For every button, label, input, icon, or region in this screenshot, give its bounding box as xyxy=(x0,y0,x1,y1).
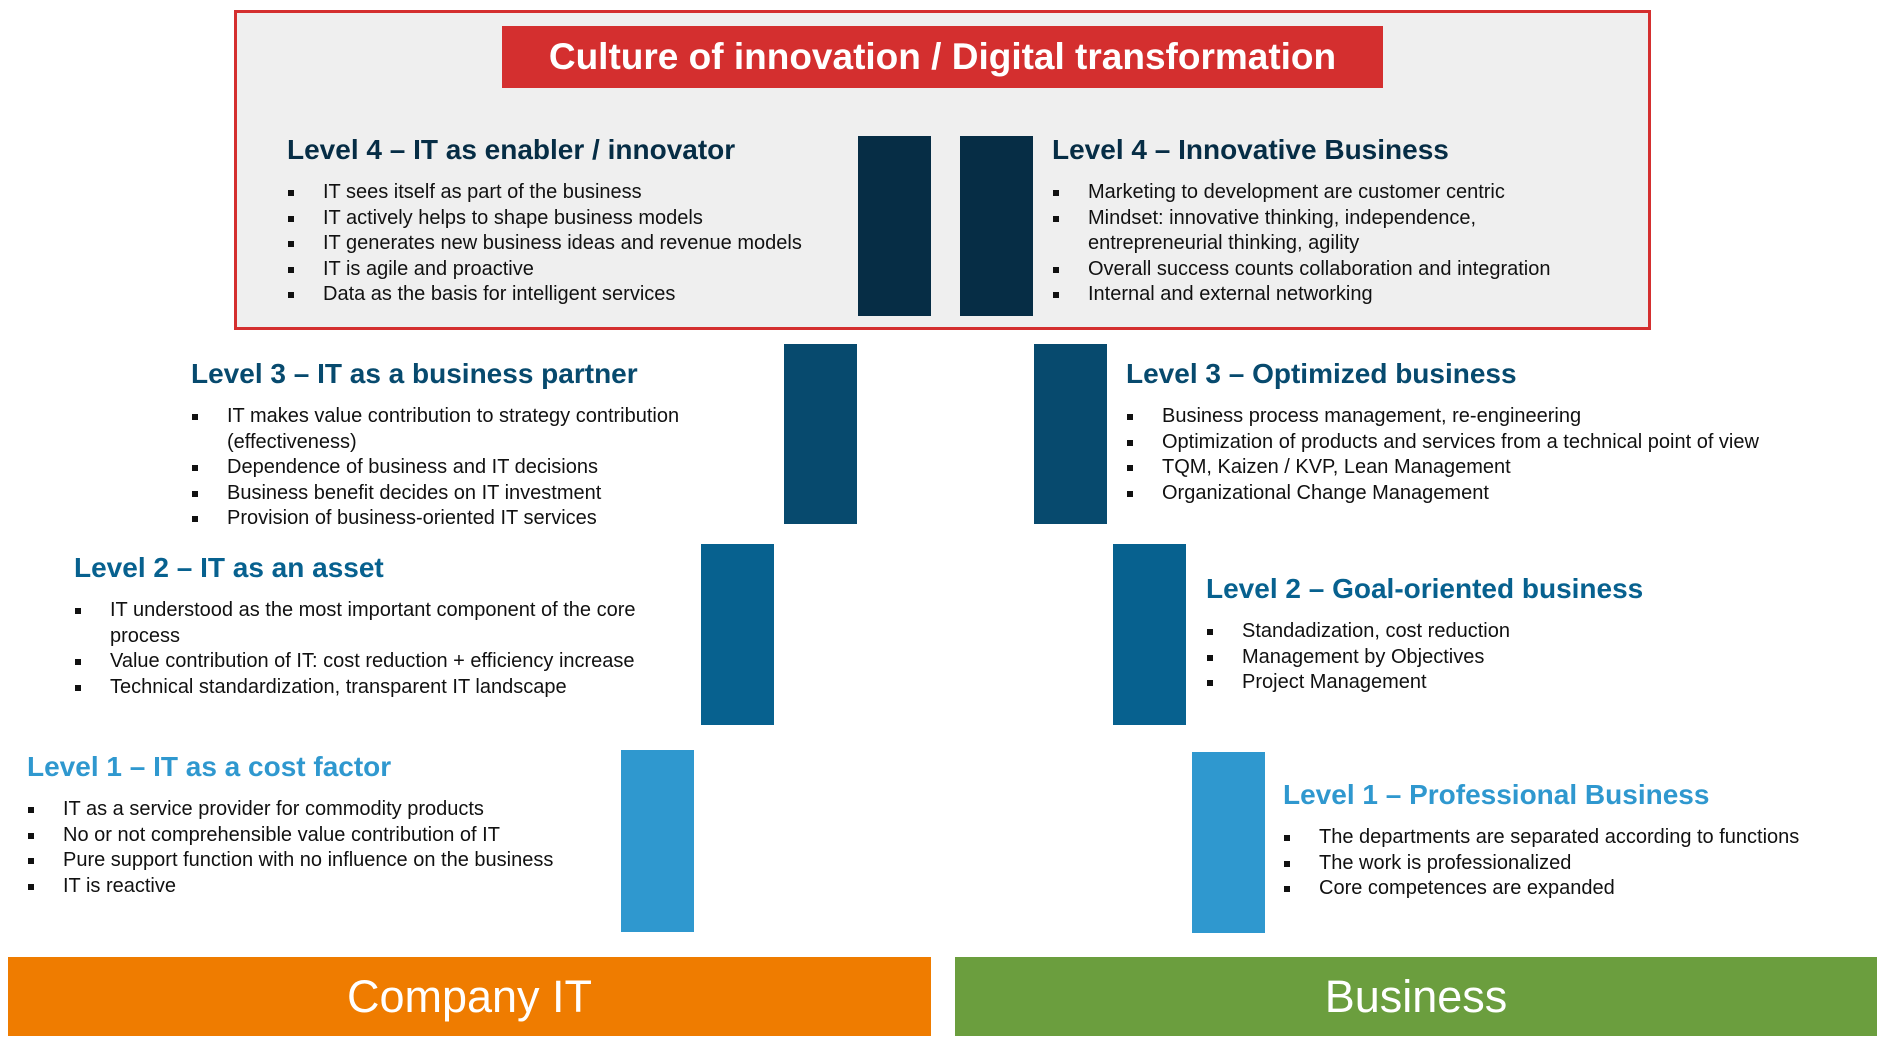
business-level2-list: Standadization, cost reduction Managemen… xyxy=(1206,619,1826,696)
it-level3-title: Level 3 – IT as a business partner xyxy=(191,358,638,389)
it-level2-title: Level 2 – IT as an asset xyxy=(74,552,384,583)
it-level3-bar xyxy=(784,344,857,524)
company-it-footer: Company IT xyxy=(8,957,931,1036)
list-item: Data as the basis for intelligent servic… xyxy=(287,282,847,308)
list-item: The departments are separated according … xyxy=(1283,825,1873,851)
culture-banner: Culture of innovation / Digital transfor… xyxy=(502,26,1383,88)
it-level1-bar xyxy=(621,750,694,932)
business-level2-block: Level 2 – Goal-oriented business Standad… xyxy=(1206,573,1826,696)
list-item: Value contribution of IT: cost reduction… xyxy=(74,649,694,675)
it-level1-list: IT as a service provider for commodity p… xyxy=(27,797,617,899)
business-level4-bar xyxy=(960,136,1033,316)
list-item: IT makes value contribution to strategy … xyxy=(191,404,727,455)
list-item: Internal and external networking xyxy=(1052,282,1612,308)
business-level3-title: Level 3 – Optimized business xyxy=(1126,358,1517,389)
list-item: Business benefit decides on IT investmen… xyxy=(191,481,751,507)
business-level3-list: Business process management, re-engineer… xyxy=(1126,404,1866,506)
list-item: IT understood as the most important comp… xyxy=(74,598,670,649)
list-item: IT is reactive xyxy=(27,874,617,900)
business-level4-list: Marketing to development are customer ce… xyxy=(1052,180,1612,308)
list-item: Overall success counts collaboration and… xyxy=(1052,257,1612,283)
list-item: No or not comprehensible value contribut… xyxy=(27,823,617,849)
it-level4-list: IT sees itself as part of the business I… xyxy=(287,180,847,308)
list-item: Business process management, re-engineer… xyxy=(1126,404,1866,430)
business-level1-bar xyxy=(1192,752,1265,933)
business-level3-bar xyxy=(1034,344,1107,524)
business-level1-list: The departments are separated according … xyxy=(1283,825,1873,902)
list-item: Technical standardization, transparent I… xyxy=(74,675,694,701)
list-item: Pure support function with no influence … xyxy=(27,848,617,874)
list-item: Provision of business-oriented IT servic… xyxy=(191,506,751,532)
list-item: The work is professionalized xyxy=(1283,851,1873,877)
list-item: Project Management xyxy=(1206,670,1826,696)
list-item: Organizational Change Management xyxy=(1126,481,1866,507)
it-level2-bar xyxy=(701,544,774,725)
business-level2-bar xyxy=(1113,544,1186,725)
list-item: Standadization, cost reduction xyxy=(1206,619,1826,645)
business-level4-title: Level 4 – Innovative Business xyxy=(1052,134,1449,165)
it-level2-list: IT understood as the most important comp… xyxy=(74,598,694,700)
list-item: Management by Objectives xyxy=(1206,645,1826,671)
list-item: IT is agile and proactive xyxy=(287,257,847,283)
list-item: Mindset: innovative thinking, independen… xyxy=(1052,206,1558,257)
list-item: TQM, Kaizen / KVP, Lean Management xyxy=(1126,455,1866,481)
business-level1-block: Level 1 – Professional Business The depa… xyxy=(1283,779,1873,902)
list-item: Dependence of business and IT decisions xyxy=(191,455,751,481)
it-level3-list: IT makes value contribution to strategy … xyxy=(191,404,751,532)
it-level1-title: Level 1 – IT as a cost factor xyxy=(27,751,392,782)
list-item: IT sees itself as part of the business xyxy=(287,180,847,206)
business-level3-block: Level 3 – Optimized business Business pr… xyxy=(1126,358,1866,506)
business-footer: Business xyxy=(955,957,1877,1036)
list-item: IT generates new business ideas and reve… xyxy=(287,231,847,257)
it-level4-bar xyxy=(858,136,931,316)
it-level1-block: Level 1 – IT as a cost factor IT as a se… xyxy=(27,751,617,899)
business-level1-title: Level 1 – Professional Business xyxy=(1283,779,1710,810)
list-item: Marketing to development are customer ce… xyxy=(1052,180,1612,206)
list-item: IT actively helps to shape business mode… xyxy=(287,206,847,232)
it-level4-title: Level 4 – IT as enabler / innovator xyxy=(287,134,736,165)
it-level4-block: Level 4 – IT as enabler / innovator IT s… xyxy=(287,134,847,308)
business-level4-block: Level 4 – Innovative Business Marketing … xyxy=(1052,134,1612,308)
list-item: Optimization of products and services fr… xyxy=(1126,430,1866,456)
list-item: Core competences are expanded xyxy=(1283,876,1873,902)
it-level3-block: Level 3 – IT as a business partner IT ma… xyxy=(191,358,751,532)
business-level2-title: Level 2 – Goal-oriented business xyxy=(1206,573,1644,604)
it-level2-block: Level 2 – IT as an asset IT understood a… xyxy=(74,552,694,700)
list-item: IT as a service provider for commodity p… xyxy=(27,797,617,823)
